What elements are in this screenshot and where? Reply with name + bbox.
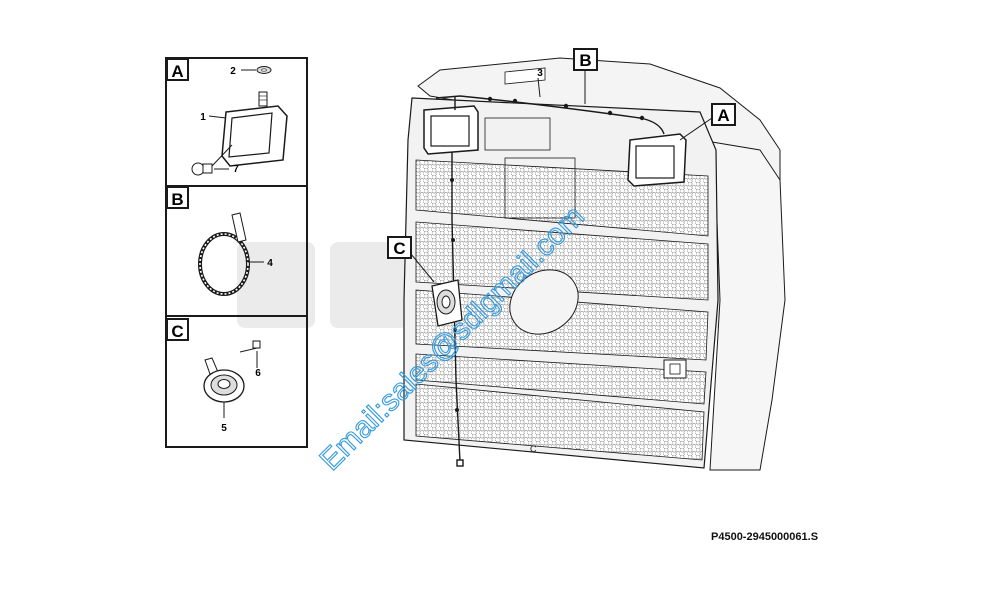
tag-c-box <box>387 236 412 259</box>
callout-7: 7 <box>233 164 239 175</box>
tag-a-box <box>711 103 736 126</box>
svg-text:C: C <box>530 444 537 454</box>
tag-a: A <box>717 106 729 125</box>
left-work-lamp <box>423 105 479 155</box>
tag-b: B <box>579 51 591 70</box>
panel-b-letter: B <box>171 190 183 209</box>
panel-b: B 4 <box>165 185 308 317</box>
figure-code: P4500-2945000061.S <box>711 531 819 543</box>
socket-assembly-c <box>431 279 463 327</box>
panel-c-letter: C <box>171 322 183 341</box>
callout-6: 6 <box>255 368 261 379</box>
tag-c: C <box>393 239 405 258</box>
callout-1: 1 <box>200 112 206 123</box>
panel-a: A 2 1 7 <box>165 57 308 187</box>
harness-clips <box>450 96 645 412</box>
callout-2: 2 <box>230 66 236 77</box>
callout-3: 3 <box>537 68 543 79</box>
callout-4: 4 <box>267 258 273 269</box>
right-work-lamp <box>627 133 687 187</box>
panel-a-letter: A <box>171 62 183 81</box>
grille-assembly: C <box>403 57 786 471</box>
callout-5: 5 <box>221 423 227 434</box>
panel-c: C 6 5 <box>165 315 308 448</box>
